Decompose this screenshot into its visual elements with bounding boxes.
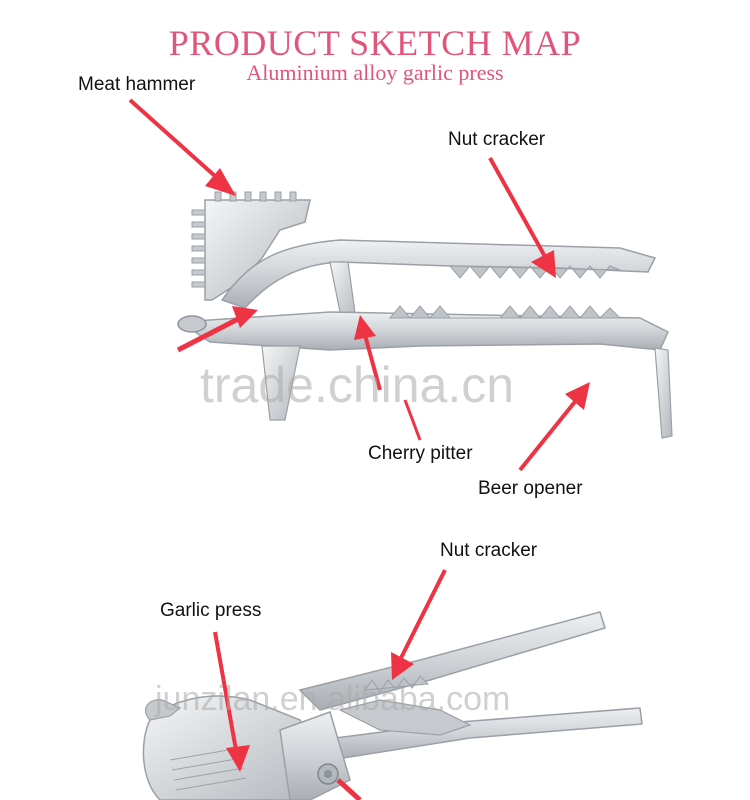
pivot-arrow: [176, 315, 242, 353]
upper-handle: [220, 239, 657, 309]
garlic-press-arrow: [213, 631, 238, 751]
label-meat-hammer: Meat hammer: [78, 74, 196, 95]
nut-cracker-bottom-arrow: [398, 569, 447, 661]
callout-arrows: [128, 98, 590, 800]
label-beer-opener: Beer opener: [478, 478, 583, 499]
upper-nut-teeth: [448, 265, 621, 279]
nut-cracker-top-arrow: [488, 157, 550, 263]
label-nut-cracker-top: Nut cracker: [448, 129, 546, 150]
beer-opener-hook: [654, 347, 673, 439]
page-title: PRODUCT SKETCH MAP: [168, 23, 582, 63]
label-garlic-press: Garlic press: [160, 600, 262, 621]
page-subtitle: Aluminium alloy garlic press: [246, 60, 504, 85]
watermark-bottom: junzilan.en.alibaba.com: [155, 680, 511, 718]
beer-opener-arrow: [518, 396, 580, 472]
meat-hammer-arrow: [128, 98, 227, 187]
meat-hammer-head: [204, 199, 311, 301]
label-cherry-pitter: Cherry pitter: [368, 443, 473, 464]
label-nut-cracker-bottom: Nut cracker: [440, 540, 538, 561]
lower-nut-teeth: [388, 305, 622, 319]
watermark-top: trade.china.cn: [200, 357, 515, 413]
hammer-teeth: [191, 209, 206, 288]
cherry-pitter-arrow: [363, 334, 382, 391]
